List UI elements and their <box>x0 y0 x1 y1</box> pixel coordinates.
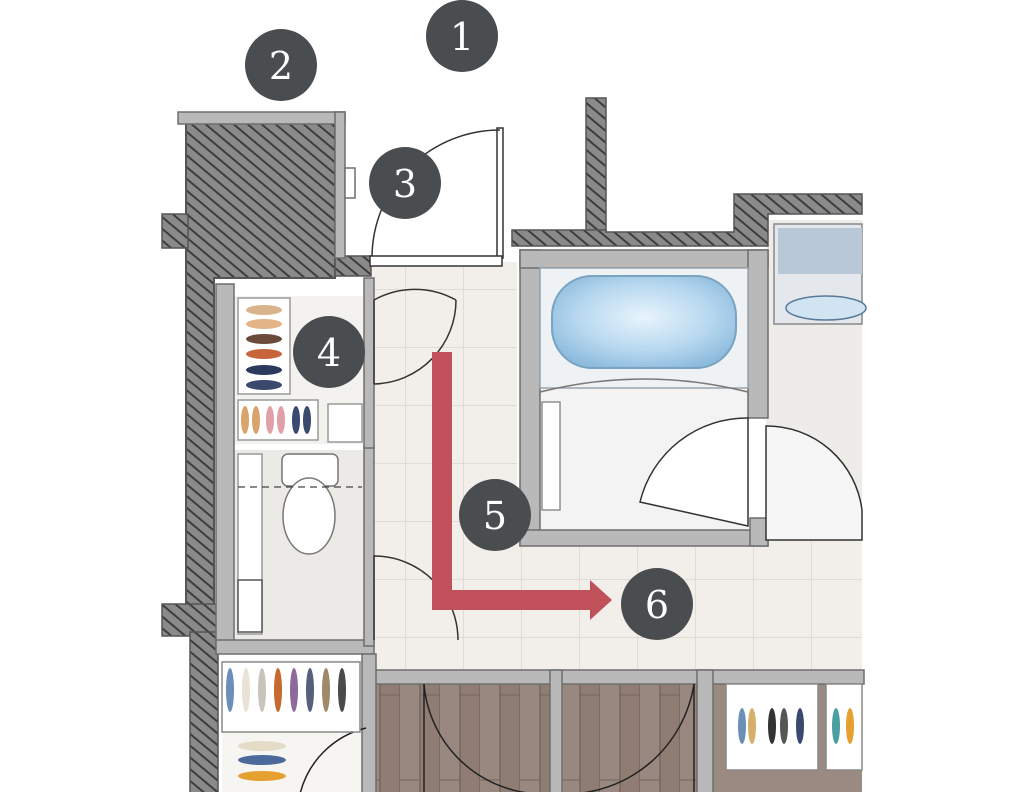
route-line <box>432 352 592 610</box>
bath-door-arc <box>639 417 749 527</box>
closet-right-rack-b <box>825 683 863 771</box>
marker-2: 2 <box>245 29 317 101</box>
marker-4-label: 4 <box>317 331 341 375</box>
outer-wall-top-left <box>177 111 346 125</box>
closet-left <box>221 661 361 781</box>
route-arrowhead <box>590 580 612 620</box>
left-wall-notch-bottom <box>161 603 219 637</box>
washroom <box>765 223 867 541</box>
marker-3-label: 3 <box>393 162 417 206</box>
shoes-upper <box>246 305 282 390</box>
marker-2-label: 2 <box>269 44 293 88</box>
bathtub-water <box>551 275 737 369</box>
cabinet-right-wall <box>363 277 375 449</box>
marker-5-label: 5 <box>483 494 507 538</box>
closet-left-shoe-row-2c <box>238 771 286 781</box>
marker-1: 1 <box>426 0 498 72</box>
interior-walls <box>177 111 865 792</box>
marker-5: 5 <box>459 479 531 551</box>
entrance-door-leaf <box>496 127 504 259</box>
top-hatched-pillar <box>585 97 607 233</box>
closet-right <box>725 683 863 771</box>
bathtub-edge <box>539 378 749 393</box>
closet-left-shoes <box>226 668 346 712</box>
marker-6-label: 6 <box>645 583 669 627</box>
marker-3: 3 <box>369 147 441 219</box>
closet-left-shoe-row-2a <box>238 741 286 751</box>
hall-bottom-wall <box>373 669 865 685</box>
closet-right-shoes <box>738 708 854 744</box>
closet-left-shoe-row-2b <box>238 755 286 765</box>
toilet-bowl <box>282 477 336 555</box>
marker-1-label: 1 <box>450 15 474 59</box>
washroom-door-arc <box>765 425 863 541</box>
marker-6: 6 <box>621 568 693 640</box>
exterior-walls <box>161 97 863 792</box>
toilet-right-wall <box>363 445 375 647</box>
washbasin-bowl <box>785 295 867 321</box>
entrance-threshold <box>369 255 503 267</box>
washbasin-mirror <box>778 228 862 274</box>
lower-left-hatched-wall <box>189 631 219 792</box>
closet-right-wall <box>361 653 377 792</box>
room-divider-2 <box>696 669 714 792</box>
marker-4: 4 <box>293 316 365 388</box>
bathroom <box>539 267 749 527</box>
route-arrow <box>432 352 612 620</box>
entry-wall-piece <box>334 255 372 277</box>
umbrella-box <box>327 403 363 443</box>
doorbell-box <box>344 167 356 199</box>
wood-floor-left <box>376 684 551 792</box>
wood-floor-mid <box>562 684 697 792</box>
entrance-side-wall <box>334 111 346 259</box>
bath-counter <box>541 401 561 511</box>
toilet-paper-holder <box>237 579 263 633</box>
toilet-left-wall <box>215 283 235 649</box>
bath-bottom-wall <box>519 529 769 547</box>
bath-right-wall <box>747 249 769 419</box>
left-wall-notch-top <box>161 213 189 249</box>
room-divider-1 <box>549 669 563 792</box>
toilet-door-arc <box>373 555 459 641</box>
shoe-cabinet <box>237 288 457 443</box>
toilet-bottom-wall <box>215 639 375 655</box>
bath-top-wall <box>519 249 769 269</box>
right-top-hatched-wall <box>511 193 863 247</box>
toilet-room <box>237 453 459 641</box>
cabinet-door-arc <box>373 288 457 384</box>
shoes-lower <box>241 406 311 434</box>
